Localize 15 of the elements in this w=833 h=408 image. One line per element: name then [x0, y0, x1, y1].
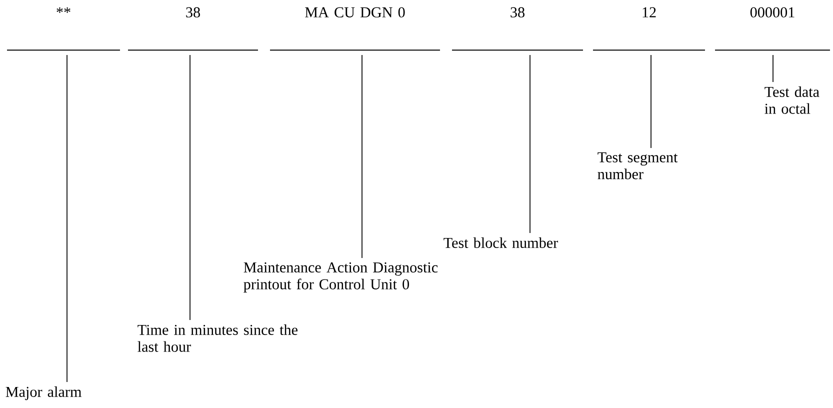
leader-line	[772, 54, 774, 82]
field-value: 12	[593, 7, 705, 51]
field-description: Major alarm	[6, 386, 82, 400]
field-value: MA CU DGN 0	[270, 7, 440, 51]
field-description: Maintenance Action Diagnostic printout for Control Unit 0	[244, 262, 438, 292]
leader-line	[66, 54, 68, 382]
field-description: Test block number	[444, 237, 558, 248]
leader-line	[650, 54, 652, 148]
field-value: 38	[452, 7, 583, 51]
field-value: 000001	[715, 7, 830, 51]
field-description: Time in minutes since the last hour	[138, 324, 298, 352]
field-description: Test data in octal	[764, 86, 820, 114]
field-description: Test segment number	[598, 152, 678, 180]
field-value: **	[7, 7, 120, 51]
field-value: 38	[128, 7, 258, 51]
